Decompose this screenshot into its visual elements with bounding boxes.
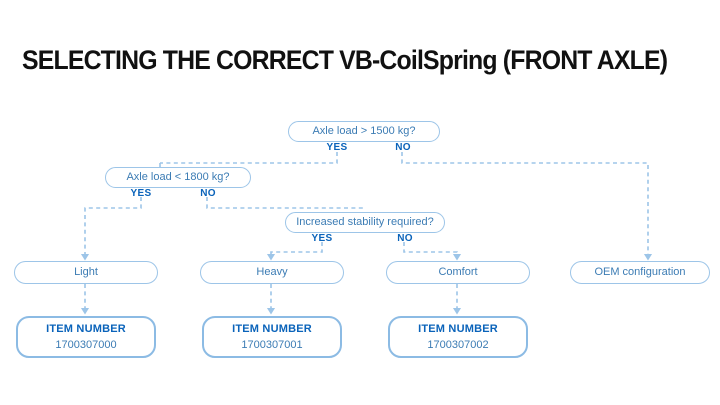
item-number-label: ITEM NUMBER — [46, 322, 126, 335]
item-number-value: 1700307002 — [427, 338, 489, 351]
result-node-light[interactable]: Light — [14, 261, 158, 284]
branch-label-d2-no: NO — [200, 188, 216, 199]
wire-d3-yes — [266, 242, 323, 261]
item-number-value: 1700307000 — [55, 338, 117, 351]
item-number-box-heavy[interactable]: ITEM NUMBER 1700307001 — [202, 316, 342, 358]
result-label: OEM configuration — [594, 266, 686, 278]
decision-label: Axle load < 1800 kg? — [126, 171, 230, 183]
result-label: Heavy — [256, 266, 288, 278]
wire-d2-yes — [80, 197, 142, 261]
item-number-label: ITEM NUMBER — [232, 322, 312, 335]
result-label: Comfort — [438, 266, 478, 278]
result-node-heavy[interactable]: Heavy — [200, 261, 344, 284]
result-node-oem-configuration[interactable]: OEM configuration — [570, 261, 710, 284]
item-number-box-comfort[interactable]: ITEM NUMBER 1700307002 — [388, 316, 528, 358]
result-label: Light — [74, 266, 98, 278]
decision-node-axle-load-1500[interactable]: Axle load > 1500 kg? — [288, 121, 440, 142]
decision-label: Increased stability required? — [296, 216, 434, 228]
decision-node-axle-load-1800[interactable]: Axle load < 1800 kg? — [105, 167, 251, 188]
wire-d3-no — [403, 242, 462, 261]
decision-node-increased-stability[interactable]: Increased stability required? — [285, 212, 445, 233]
decision-label: Axle load > 1500 kg? — [312, 125, 416, 137]
item-number-value: 1700307001 — [241, 338, 303, 351]
branch-label-d3-yes: YES — [311, 233, 333, 244]
wire-d1-yes — [160, 152, 338, 164]
result-node-comfort[interactable]: Comfort — [386, 261, 530, 284]
branch-label-d3-no: NO — [397, 233, 413, 244]
page-title: SELECTING THE CORRECT VB-CoilSpring (FRO… — [22, 45, 668, 75]
wire-d1-no — [401, 152, 653, 261]
branch-label-d1-yes: YES — [326, 142, 348, 153]
item-number-label: ITEM NUMBER — [418, 322, 498, 335]
branch-label-d2-yes: YES — [130, 188, 152, 199]
branch-label-d1-no: NO — [395, 142, 411, 153]
item-number-box-light[interactable]: ITEM NUMBER 1700307000 — [16, 316, 156, 358]
